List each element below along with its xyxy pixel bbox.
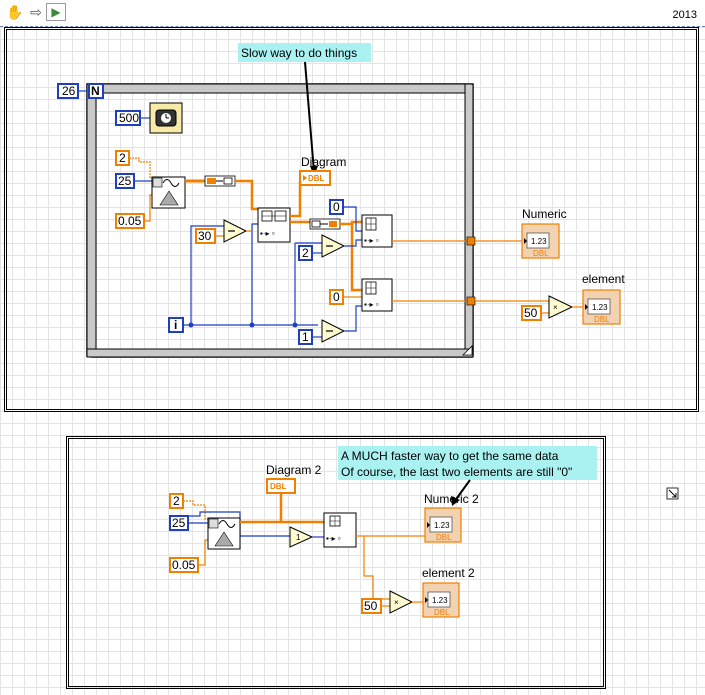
element-2-indicator[interactable]: 1.23 DBL xyxy=(422,582,460,618)
svg-text:500: 500 xyxy=(119,111,139,125)
svg-text:i: i xyxy=(174,318,177,332)
array-subset-node-2[interactable]: ▪·▸ ▫ xyxy=(323,512,357,548)
element-label: element xyxy=(582,272,625,286)
index-top-constant[interactable]: 0 xyxy=(329,199,344,215)
svg-text:0: 0 xyxy=(333,290,340,304)
sine-waveform-vi[interactable] xyxy=(151,176,186,209)
samples-2-constant[interactable]: 25 xyxy=(169,515,189,531)
element-indicator[interactable]: 1.23 DBL xyxy=(582,289,621,325)
frequency-2-constant[interactable]: 2 xyxy=(169,493,184,509)
multiply-node-2[interactable]: × xyxy=(389,590,414,614)
svg-text:DBL: DBL xyxy=(436,533,452,542)
svg-text:0: 0 xyxy=(333,200,340,214)
diagram-2-label: Diagram 2 xyxy=(266,463,322,477)
svg-text:DBL: DBL xyxy=(533,249,549,258)
index-bottom-constant[interactable]: 0 xyxy=(329,289,344,305)
svg-text:1.23: 1.23 xyxy=(592,303,608,312)
svg-text:1.23: 1.23 xyxy=(432,596,448,605)
note-slow-way[interactable]: Slow way to do things xyxy=(238,43,371,62)
svg-text:0.05: 0.05 xyxy=(172,558,196,572)
run-arrow-icon[interactable]: ⇨ xyxy=(30,3,42,20)
index-array-node-bottom[interactable]: ▪·▸ ▫ xyxy=(361,278,393,312)
numeric-2-label: Numeric 2 xyxy=(424,492,479,506)
svg-text:50: 50 xyxy=(364,599,378,613)
svg-text:2: 2 xyxy=(302,246,309,260)
svg-text:25: 25 xyxy=(118,174,132,188)
svg-text:50: 50 xyxy=(524,306,538,320)
svg-text:0.05: 0.05 xyxy=(118,214,142,228)
diagram-label: Diagram xyxy=(301,155,346,169)
element-2-label: element 2 xyxy=(422,566,475,580)
samples-constant[interactable]: 25 xyxy=(115,173,135,189)
block-diagram-canvas[interactable] xyxy=(0,26,705,695)
subtract-node-2[interactable] xyxy=(321,234,346,258)
array-to-waveform-icon[interactable] xyxy=(309,218,341,230)
svg-text:▪·▸ ▫: ▪·▸ ▫ xyxy=(364,236,379,245)
svg-text:2: 2 xyxy=(119,151,126,165)
svg-text:×: × xyxy=(553,303,558,312)
svg-text:DBL: DBL xyxy=(308,174,325,183)
subtract-30-constant[interactable]: 30 xyxy=(195,228,216,244)
loop-count-constant[interactable]: 26 xyxy=(57,83,79,99)
svg-text:2: 2 xyxy=(173,494,180,508)
wait-ms-constant[interactable]: 500 xyxy=(115,110,141,126)
svg-text:A MUCH faster way to get the s: A MUCH faster way to get the same data xyxy=(341,449,559,463)
svg-text:Of course, the last two elemen: Of course, the last two elements are sti… xyxy=(341,465,572,479)
svg-text:25: 25 xyxy=(172,516,186,530)
operate-hand-icon[interactable]: ✋ xyxy=(6,3,24,20)
run-continuously-icon[interactable]: ▶ xyxy=(46,3,66,21)
svg-text:N: N xyxy=(91,84,100,98)
svg-text:DBL: DBL xyxy=(434,608,450,617)
svg-text:1.23: 1.23 xyxy=(531,237,547,246)
svg-text:1.23: 1.23 xyxy=(434,521,450,530)
const-2[interactable]: 2 xyxy=(298,245,313,261)
array-subset-node[interactable]: ▪·▸ ▫ xyxy=(257,207,291,243)
subtract-node-3[interactable] xyxy=(321,319,346,343)
svg-text:26: 26 xyxy=(62,84,76,98)
wait-ms-icon[interactable] xyxy=(149,102,183,134)
svg-text:1: 1 xyxy=(296,533,301,542)
numeric-2-indicator[interactable]: 1.23 DBL xyxy=(424,507,462,543)
diagram-2-terminal[interactable]: DBL xyxy=(266,478,296,494)
increment-node[interactable]: 1 xyxy=(289,526,314,548)
multiplier-50-constant[interactable]: 50 xyxy=(521,305,542,321)
resize-handle-icon[interactable] xyxy=(666,487,679,500)
sine-waveform-vi-2[interactable] xyxy=(207,517,241,550)
diagram-local-variable[interactable]: DBL xyxy=(299,170,331,186)
index-array-node-top[interactable]: ▪·▸ ▫ xyxy=(361,214,393,248)
svg-text:1: 1 xyxy=(302,330,309,344)
svg-text:DBL: DBL xyxy=(270,482,287,491)
subtract-node[interactable] xyxy=(223,219,248,243)
svg-text:DBL: DBL xyxy=(594,315,610,324)
svg-text:×: × xyxy=(394,598,399,607)
multiply-node[interactable]: × xyxy=(548,295,574,319)
multiplier-50-constant-2[interactable]: 50 xyxy=(361,598,382,614)
numeric-indicator[interactable]: 1.23 DBL xyxy=(521,223,560,259)
note-faster-way[interactable]: A MUCH faster way to get the same data O… xyxy=(338,446,597,480)
tunnel-numeric xyxy=(466,236,476,246)
iteration-terminal[interactable]: i xyxy=(168,317,184,333)
toolbar: ✋ ⇨ ▶ 2013 xyxy=(0,0,705,26)
svg-text:30: 30 xyxy=(198,229,212,243)
svg-text:▪·▸ ▫: ▪·▸ ▫ xyxy=(260,229,275,238)
numeric-label: Numeric xyxy=(522,207,567,221)
tunnel-element xyxy=(466,296,476,306)
waveform-to-array-icon[interactable] xyxy=(204,175,236,187)
sequence-frame-top[interactable] xyxy=(4,27,699,412)
svg-text:Slow way to do things: Slow way to do things xyxy=(241,46,357,60)
amplitude-2-constant[interactable]: 0.05 xyxy=(169,557,199,573)
amplitude-constant[interactable]: 0.05 xyxy=(115,213,145,229)
svg-text:▪·▸ ▫: ▪·▸ ▫ xyxy=(326,534,341,543)
frequency-constant[interactable]: 2 xyxy=(115,150,130,166)
sequence-frame-bottom[interactable] xyxy=(66,436,606,689)
count-terminal[interactable]: N xyxy=(88,83,104,99)
const-1[interactable]: 1 xyxy=(298,329,313,345)
svg-text:▪·▸ ▫: ▪·▸ ▫ xyxy=(364,300,379,309)
version-label: 2013 xyxy=(672,9,697,21)
